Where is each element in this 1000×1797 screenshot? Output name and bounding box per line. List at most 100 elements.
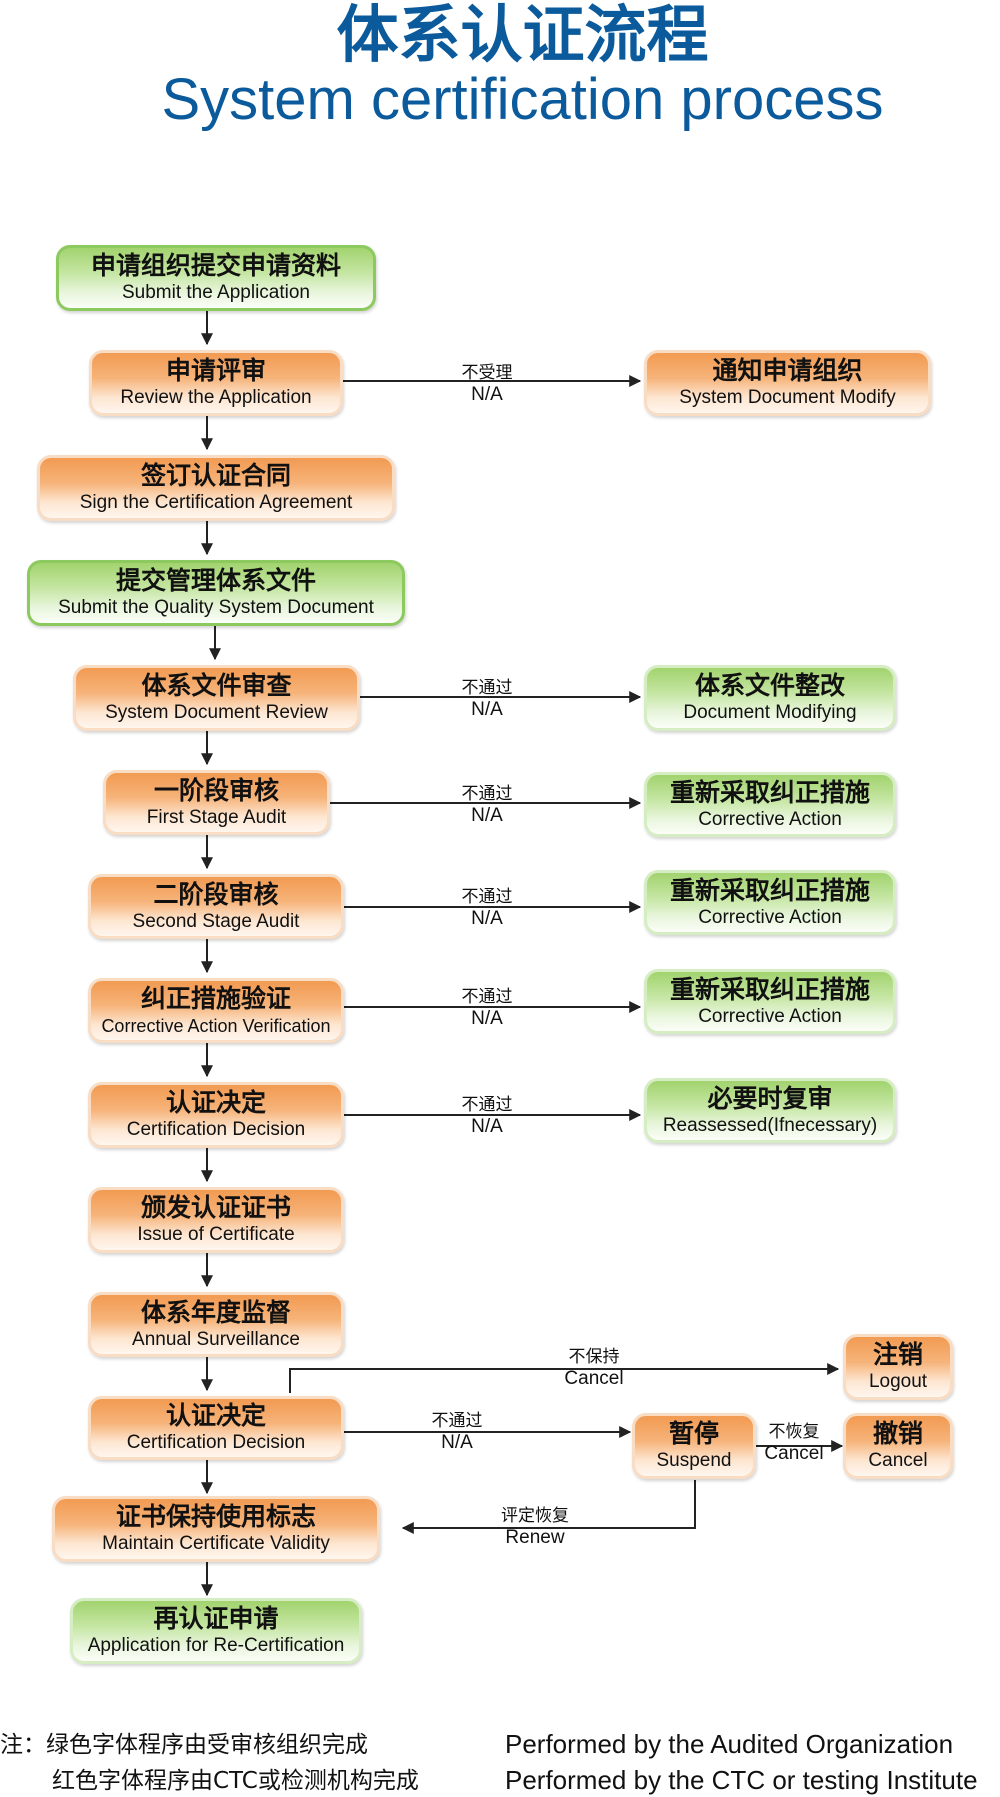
node-cn: 体系文件整改 — [694, 671, 845, 700]
arrow-not-maintained — [289, 1363, 840, 1393]
node-cn: 认证决定 — [165, 1088, 266, 1117]
node-en: Corrective Action — [698, 1005, 842, 1027]
node-submit-application: 申请组织提交申请资料 Submit the Application — [56, 245, 376, 311]
node-en: Maintain Certificate Validity — [102, 1533, 330, 1554]
node-en: Suspend — [656, 1450, 732, 1471]
node-cn: 注销 — [872, 1340, 923, 1369]
node-cn: 纠正措施验证 — [140, 983, 291, 1013]
node-corrective-action-verification: 纠正措施验证 Corrective Action Verification — [88, 978, 344, 1043]
legend-prefix: 注： — [0, 1732, 46, 1758]
node-en: Reassessed(Ifnecessary) — [662, 1114, 878, 1136]
edge-label-en: Renew — [505, 1527, 565, 1548]
node-en: System Document Modify — [679, 387, 896, 408]
node-en: Annual Surveillance — [132, 1328, 300, 1350]
node-cn: 必要时复审 — [707, 1083, 833, 1113]
edge-label-fail-stage1: 不通过 N/A — [437, 783, 537, 827]
node-reassessed: 必要时复审 Reassessed(Ifnecessary) — [644, 1078, 896, 1143]
node-corrective-action-2: 重新采取纠正措施 Corrective Action — [644, 870, 896, 935]
arrow-renew — [401, 1480, 696, 1534]
edge-label-en: Cancel — [564, 1368, 624, 1389]
node-cn: 撤销 — [872, 1419, 923, 1448]
node-en: Submit the Application — [121, 282, 310, 303]
node-annual-surveillance: 体系年度监督 Annual Surveillance — [88, 1292, 344, 1357]
legend-green-en: Performed by the Audited Organization — [505, 1729, 954, 1759]
page-title-cn: 体系认证流程 — [336, 0, 709, 71]
node-en: Corrective Action — [698, 808, 842, 830]
legend-row-green: 注：绿色字体程序由受审核组织完成 Performed by the Audite… — [0, 1729, 1000, 1760]
edge-label-cn: 不通过 — [461, 887, 513, 907]
node-en: Corrective Action — [698, 906, 842, 928]
node-second-stage-audit: 二阶段审核 Second Stage Audit — [88, 874, 344, 939]
edge-label-en: N/A — [471, 699, 503, 720]
node-en: Second Stage Audit — [132, 910, 300, 932]
node-cancel: 撤销 Cancel — [843, 1413, 953, 1479]
legend-red-en: Performed by the CTC or testing Institut… — [505, 1765, 978, 1795]
legend-red-cn: 红色字体程序由CTC或检测机构完成 — [52, 1768, 419, 1794]
legend-green-cn: 绿色字体程序由受审核组织完成 — [46, 1732, 368, 1758]
node-en: Document Modifying — [683, 702, 857, 723]
edge-label-fail-doc: 不通过 N/A — [437, 677, 537, 721]
node-document-review: 体系文件审查 System Document Review — [73, 665, 360, 731]
node-en: System Document Review — [105, 702, 328, 723]
node-cn: 通知申请组织 — [712, 356, 863, 385]
node-cn: 重新采取纠正措施 — [669, 974, 870, 1004]
node-cn: 颁发认证证书 — [140, 1193, 291, 1222]
edge-label-not-maintained: 不保持 Cancel — [544, 1346, 644, 1390]
edge-label-not-restored: 不恢复 Cancel — [754, 1421, 834, 1465]
node-en: Application for Re-Certification — [87, 1635, 345, 1656]
node-en: First Stage Audit — [146, 806, 287, 828]
node-cn: 体系文件审查 — [141, 671, 292, 700]
edge-label-en: N/A — [471, 384, 503, 405]
edge-label-not-accepted: 不受理 N/A — [437, 362, 537, 406]
edge-label-cn: 不通过 — [461, 987, 513, 1007]
node-submit-qs-document: 提交管理体系文件 Submit the Quality System Docum… — [27, 560, 405, 626]
edge-label-cn: 评定恢复 — [501, 1506, 569, 1526]
edge-label-cn: 不通过 — [431, 1411, 483, 1431]
node-notify-organization: 通知申请组织 System Document Modify — [644, 350, 931, 416]
node-recertification: 再认证申请 Application for Re-Certification — [70, 1598, 362, 1664]
node-sign-agreement: 签订认证合同 Sign the Certification Agreement — [37, 455, 395, 521]
edge-label-en: N/A — [471, 1116, 503, 1137]
edge-label-en: N/A — [471, 805, 503, 826]
node-maintain-certificate: 证书保持使用标志 Maintain Certificate Validity — [52, 1496, 380, 1562]
node-cn: 证书保持使用标志 — [115, 1502, 316, 1531]
node-corrective-action-3: 重新采取纠正措施 Corrective Action — [644, 969, 896, 1034]
edge-label-cn: 不通过 — [461, 784, 513, 804]
edge-label-en: N/A — [471, 908, 503, 929]
node-en: Certification Decision — [126, 1432, 306, 1453]
node-corrective-action-1: 重新采取纠正措施 Corrective Action — [644, 772, 896, 837]
node-cn: 重新采取纠正措施 — [669, 777, 870, 807]
edge-label-en: Cancel — [764, 1443, 824, 1464]
edge-label-cn: 不保持 — [568, 1347, 620, 1367]
edge-label-cn: 不受理 — [461, 363, 513, 383]
node-suspend: 暂停 Suspend — [632, 1413, 756, 1479]
edge-label-fail-stage2: 不通过 N/A — [437, 886, 537, 930]
node-en: Cancel — [868, 1450, 928, 1471]
edge-label-cn: 不恢复 — [768, 1422, 820, 1442]
node-cn: 重新采取纠正措施 — [669, 875, 870, 905]
node-en: Issue of Certificate — [137, 1224, 295, 1245]
node-cn: 再认证申请 — [153, 1604, 279, 1633]
edge-label-en: N/A — [441, 1432, 473, 1453]
edge-label-cn: 不通过 — [461, 1095, 513, 1115]
node-cn: 申请评审 — [165, 356, 266, 385]
page-title-en: System certification process — [161, 67, 884, 132]
node-en: Certification Decision — [126, 1119, 306, 1140]
node-cn: 签订认证合同 — [140, 461, 291, 490]
edge-label-renew: 评定恢复 Renew — [485, 1505, 585, 1549]
node-document-modifying: 体系文件整改 Document Modifying — [644, 665, 896, 731]
node-cn: 提交管理体系文件 — [115, 566, 316, 595]
node-cn: 暂停 — [668, 1419, 719, 1448]
edge-label-cn: 不通过 — [461, 678, 513, 698]
node-en: Sign the Certification Agreement — [79, 492, 353, 513]
node-logout: 注销 Logout — [843, 1334, 953, 1400]
node-issue-certificate: 颁发认证证书 Issue of Certificate — [88, 1187, 344, 1253]
node-en: Review the Application — [120, 387, 312, 408]
legend-row-red: 红色字体程序由CTC或检测机构完成 Performed by the CTC o… — [52, 1765, 1000, 1796]
edge-label-fail-verification: 不通过 N/A — [437, 986, 537, 1030]
node-cn: 二阶段审核 — [153, 879, 279, 909]
node-cn: 一阶段审核 — [153, 775, 279, 805]
edge-label-fail-decision2: 不通过 N/A — [407, 1410, 507, 1454]
node-cn: 申请组织提交申请资料 — [90, 251, 341, 280]
